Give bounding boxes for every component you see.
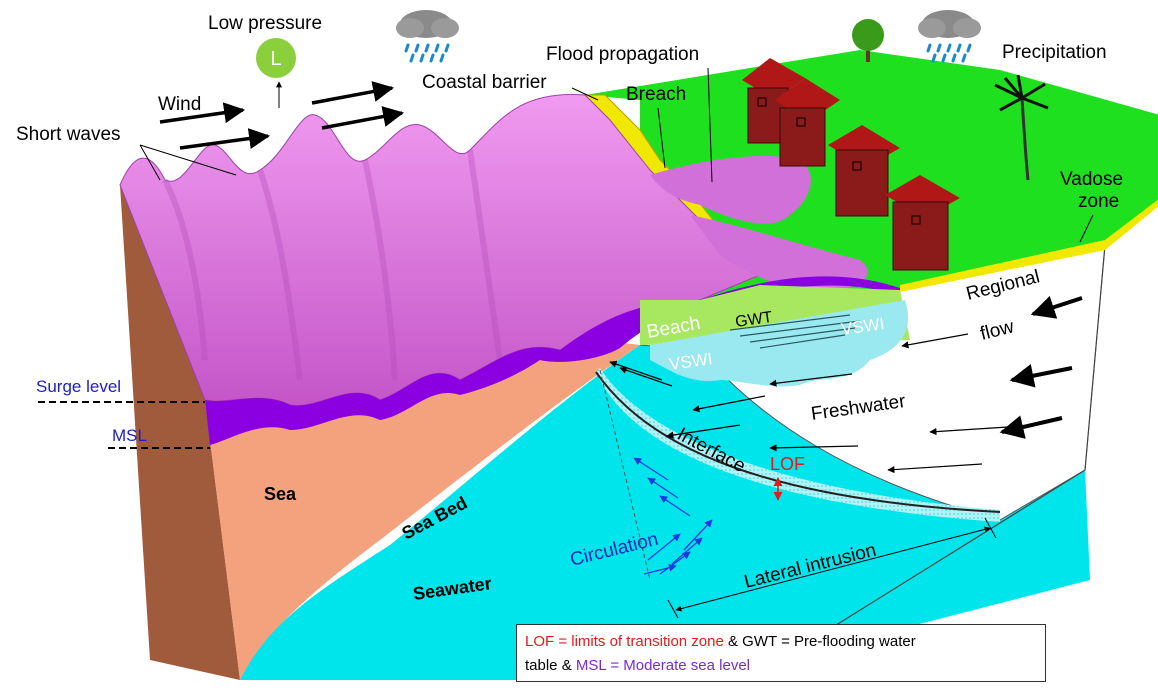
legend-msl-definition: MSL = Moderate sea level — [576, 657, 750, 674]
legend-table-text: table & — [525, 657, 576, 674]
low-pressure-symbol: L — [270, 48, 281, 70]
coastal-barrier-label: Coastal barrier — [422, 72, 547, 93]
rain-cloud-icon — [396, 10, 459, 61]
surge-level-label: Surge level — [36, 377, 121, 396]
legend-line-2: table & MSL = Moderate sea level — [525, 654, 1037, 678]
vadose-zone-label-2: zone — [1078, 191, 1119, 212]
legend-box: LOF = limits of transition zone & GWT = … — [516, 624, 1046, 682]
lof-label: LOF — [770, 454, 805, 474]
flood-propagation-label: Flood propagation — [546, 44, 699, 65]
legend-lof-definition: LOF = limits of transition zone — [525, 633, 724, 650]
low-pressure-label: Low pressure — [208, 13, 322, 34]
legend-gwt-definition: & GWT = Pre-flooding water — [724, 633, 916, 650]
legend-line-1: LOF = limits of transition zone & GWT = … — [525, 630, 1037, 654]
msl-label: MSL — [112, 426, 147, 445]
vadose-zone-label: Vadose — [1060, 169, 1123, 190]
short-waves-label: Short waves — [16, 124, 121, 145]
sea-label: Sea — [264, 484, 297, 504]
precipitation-label: Precipitation — [1002, 42, 1107, 63]
breach-label: Breach — [626, 84, 686, 105]
wind-label: Wind — [158, 94, 201, 115]
rain-cloud-icon — [918, 10, 981, 61]
